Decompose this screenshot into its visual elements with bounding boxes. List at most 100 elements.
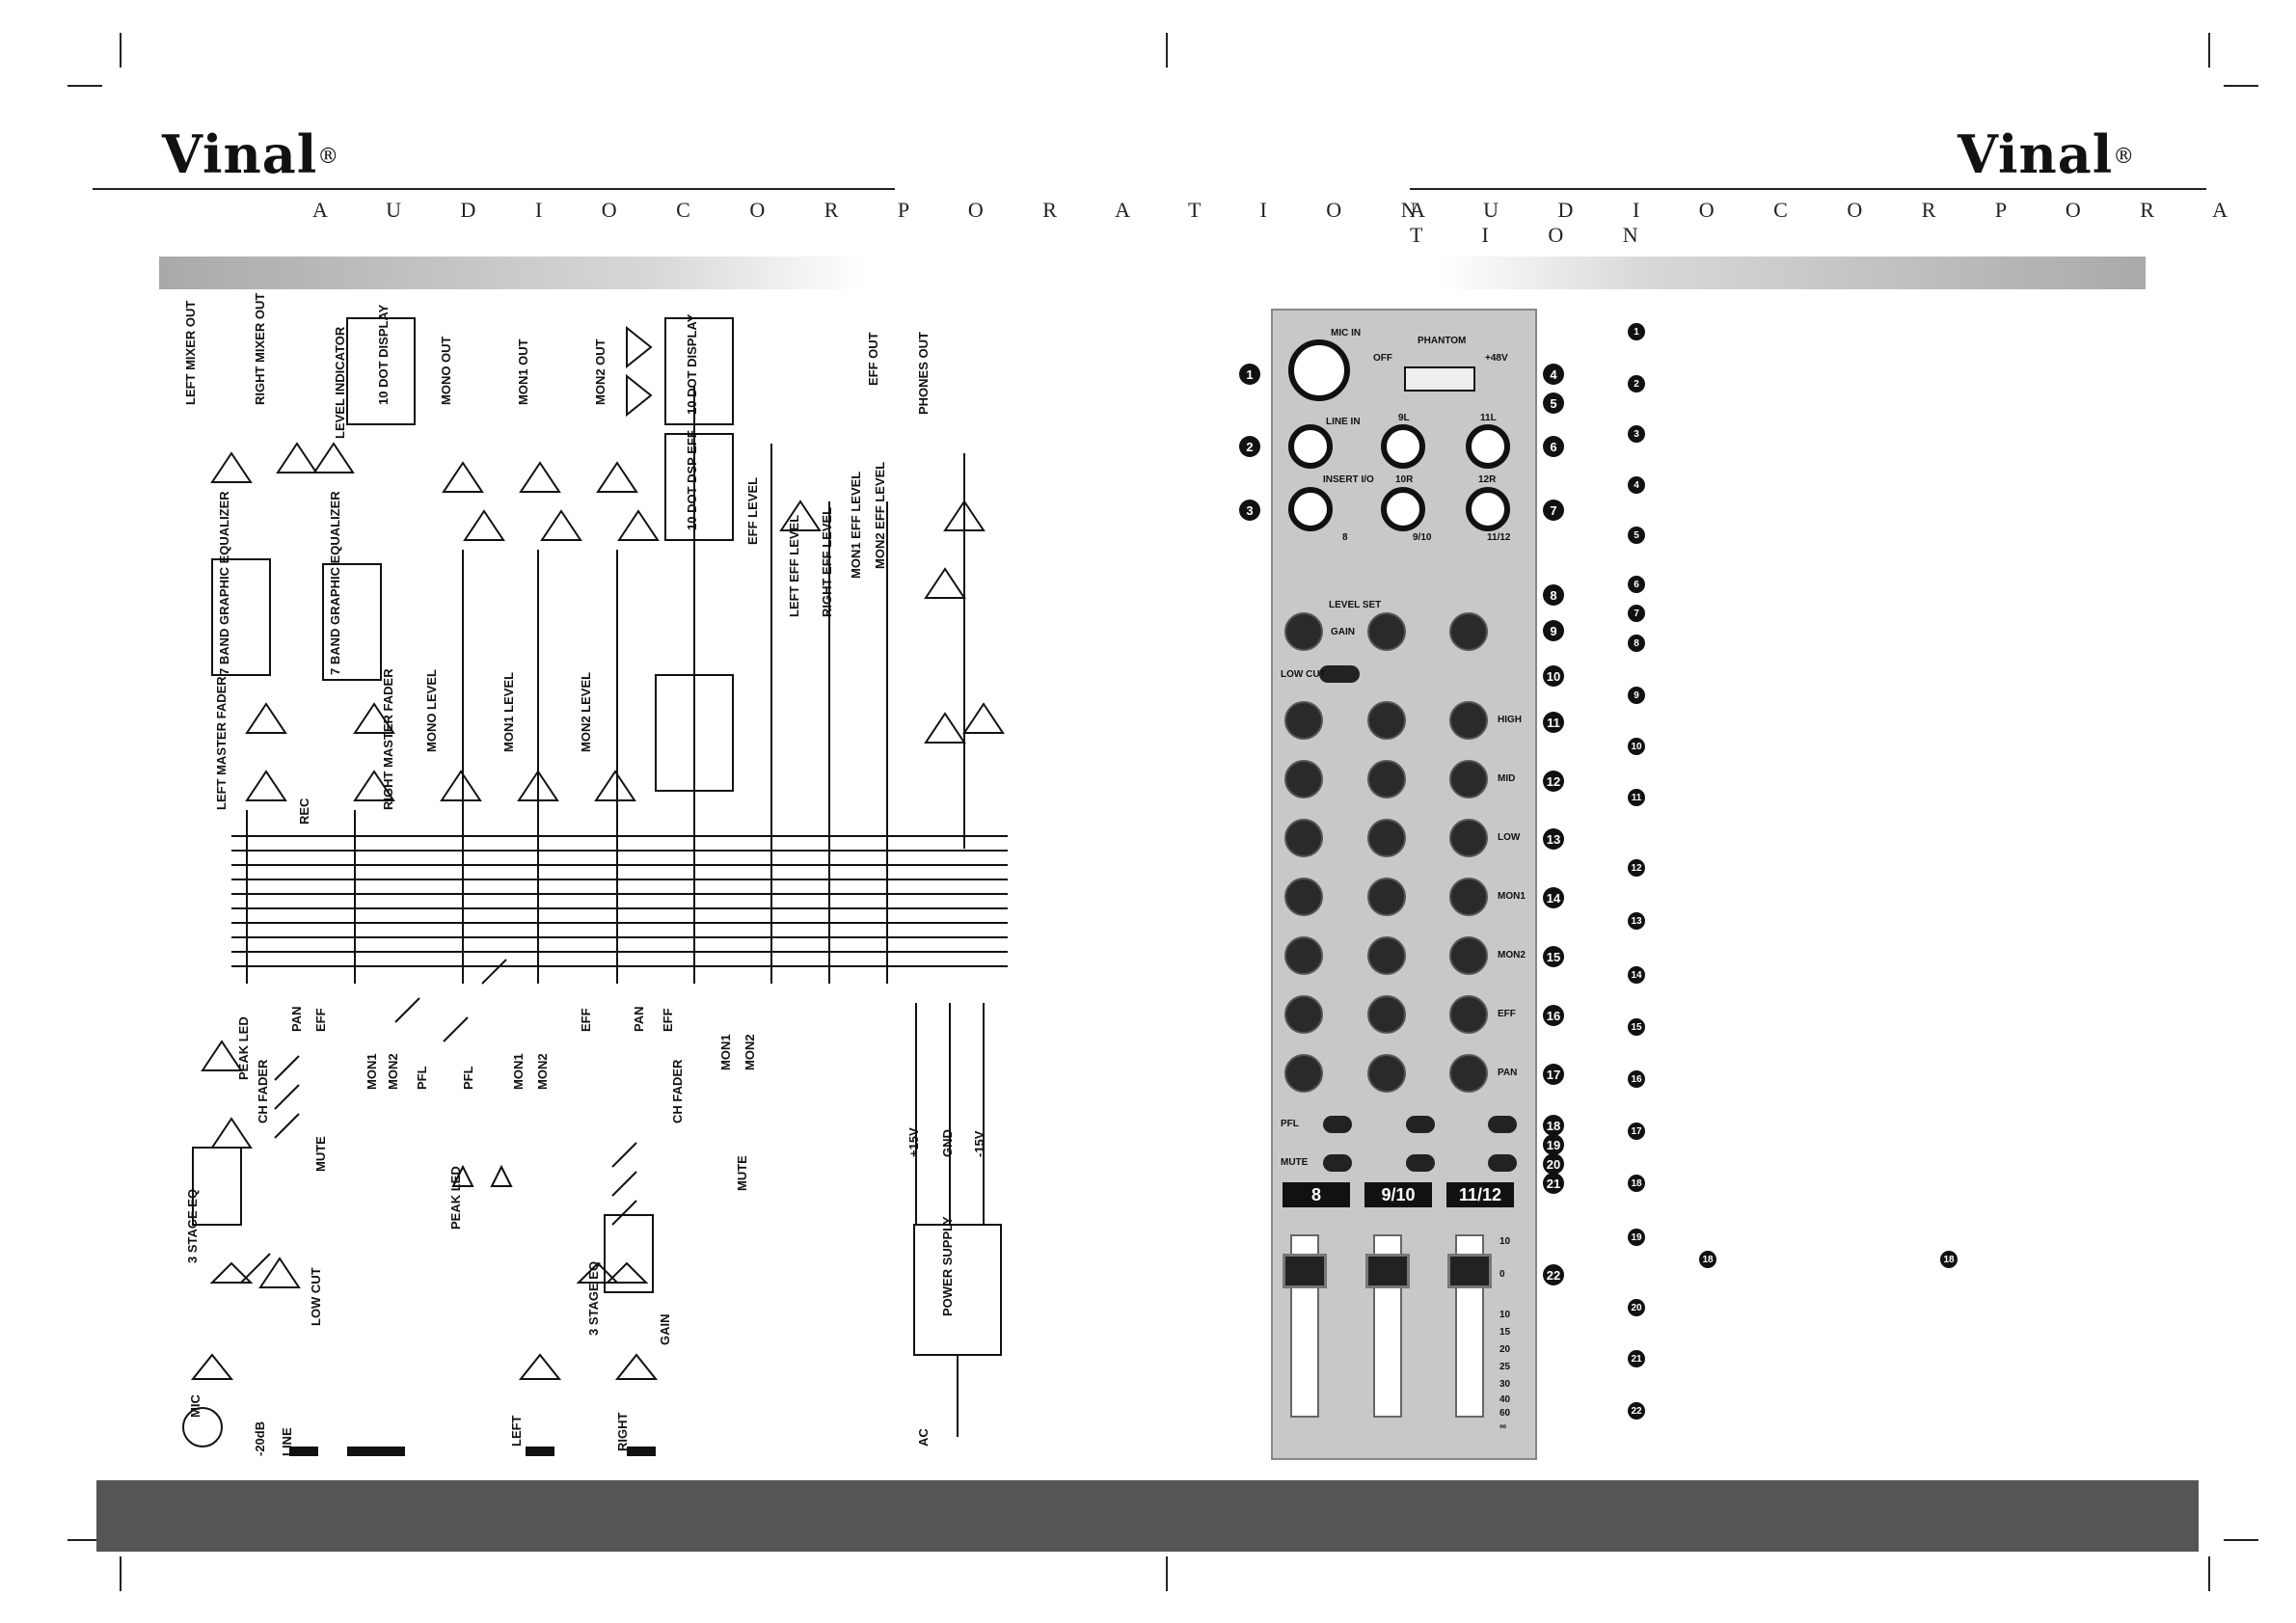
low-eq-knob[interactable] (1284, 819, 1323, 857)
line-in-jack[interactable] (1288, 424, 1333, 469)
channel-fader-cap[interactable] (1365, 1254, 1410, 1288)
pan-knob[interactable] (1284, 1054, 1323, 1093)
mon1-knob[interactable] (1449, 878, 1488, 916)
phantom-48v-label: +48V (1485, 353, 1508, 364)
label-gain: GAIN (658, 1313, 672, 1346)
list-callout-5: 5 (1628, 527, 1645, 544)
fader-scale-40: 40 (1499, 1394, 1511, 1405)
mid-eq-knob[interactable] (1449, 760, 1488, 798)
input-jack-9l[interactable] (1381, 424, 1425, 469)
channel-label-8-top: 8 (1342, 532, 1348, 543)
label-mon2-3: MON2 (743, 1034, 757, 1070)
input-jack-10r[interactable] (1381, 487, 1425, 531)
mon1-knob[interactable] (1367, 878, 1406, 916)
label-mon1-level: MON1 LEVEL (501, 671, 516, 752)
high-eq-knob[interactable] (1367, 701, 1406, 740)
channel-fader-cap[interactable] (1447, 1254, 1492, 1288)
list-callout-22: 22 (1628, 1402, 1645, 1420)
crop-mark (1166, 1556, 1168, 1591)
label-eff-1: EFF (313, 1008, 328, 1032)
label-mon2-out: MON2 OUT (593, 338, 608, 405)
low-eq-knob[interactable] (1449, 819, 1488, 857)
mon1-knob[interactable] (1284, 878, 1323, 916)
callout-2: 2 (1239, 436, 1260, 457)
insert-jack[interactable] (1288, 487, 1333, 531)
phantom-off-label: OFF (1373, 353, 1392, 364)
crop-mark (120, 1556, 122, 1591)
low-cut-switch[interactable] (1319, 665, 1360, 683)
list-callout-20: 20 (1628, 1299, 1645, 1316)
mic-in-jack[interactable] (1288, 339, 1350, 401)
label-plus15v: +15V (906, 1127, 921, 1157)
gain-knob[interactable] (1449, 612, 1488, 651)
level-set-label: LEVEL SET (1329, 600, 1382, 610)
callout-15: 15 (1543, 946, 1564, 967)
label-eff-level: EFF LEVEL (745, 476, 760, 545)
jack-label-9l: 9L (1398, 413, 1410, 423)
pfl-button[interactable] (1323, 1116, 1352, 1133)
list-callout-19: 19 (1628, 1229, 1645, 1246)
label-mon1-out: MON1 OUT (516, 338, 530, 405)
inline-ref-18: 18 (1699, 1251, 1716, 1268)
callout-18: 18 (1543, 1115, 1564, 1136)
label-mic: MIC (188, 1394, 203, 1418)
knob-row-label-eff: EFF (1498, 1009, 1516, 1019)
mid-eq-knob[interactable] (1367, 760, 1406, 798)
callout-19: 19 (1543, 1134, 1564, 1155)
pan-knob[interactable] (1449, 1054, 1488, 1093)
channel-fader-cap[interactable] (1283, 1254, 1327, 1288)
label-ch-fader-1: CH FADER (256, 1059, 270, 1123)
channel-number-8: 8 (1283, 1182, 1350, 1207)
mon2-knob[interactable] (1284, 936, 1323, 975)
header-rule-right (1410, 188, 2206, 190)
mid-eq-knob[interactable] (1284, 760, 1323, 798)
high-eq-knob[interactable] (1284, 701, 1323, 740)
fader-scale-10: 10 (1499, 1310, 1511, 1320)
list-callout-17: 17 (1628, 1123, 1645, 1140)
crop-mark (1166, 33, 1168, 68)
input-jack-12r[interactable] (1466, 487, 1510, 531)
channel-label-910-top: 9/10 (1413, 532, 1432, 543)
high-eq-knob[interactable] (1449, 701, 1488, 740)
mute-button[interactable] (1406, 1154, 1435, 1172)
input-jack-11l[interactable] (1466, 424, 1510, 469)
list-callout-4: 4 (1628, 476, 1645, 494)
label-left-mixer-out: LEFT MIXER OUT (183, 300, 198, 405)
eff-knob[interactable] (1367, 995, 1406, 1034)
label-minus15v: -15V (972, 1130, 986, 1157)
channel-number-1112: 11/12 (1446, 1182, 1514, 1207)
label-dot-display-2: 10 DOT DISPLAY (685, 313, 699, 415)
label-power-supply: POWER SUPPLY (940, 1216, 955, 1316)
knob-row-label-mon2: MON2 (1498, 950, 1526, 960)
phantom-label: PHANTOM (1418, 336, 1467, 346)
label-right-master-fader: RIGHT MASTER FADER (381, 668, 395, 810)
pfl-button[interactable] (1488, 1116, 1517, 1133)
low-eq-knob[interactable] (1367, 819, 1406, 857)
gain-knob[interactable] (1367, 612, 1406, 651)
mon2-knob[interactable] (1449, 936, 1488, 975)
mon2-knob[interactable] (1367, 936, 1406, 975)
company-subtitle-left: A U D I O C O R P O R A T I O N (312, 198, 1444, 222)
list-callout-14: 14 (1628, 966, 1645, 984)
label-pfl-2: PFL (461, 1066, 475, 1090)
list-callout-7: 7 (1628, 605, 1645, 622)
pan-knob[interactable] (1367, 1054, 1406, 1093)
list-callout-18: 18 (1628, 1175, 1645, 1192)
callout-13: 13 (1543, 828, 1564, 850)
mute-button[interactable] (1488, 1154, 1517, 1172)
label-ch-fader-2: CH FADER (670, 1059, 685, 1123)
label-right-input: RIGHT (615, 1412, 630, 1451)
list-callout-2: 2 (1628, 375, 1645, 392)
section-bar-left (159, 257, 868, 289)
mute-button[interactable] (1323, 1154, 1352, 1172)
eff-knob[interactable] (1449, 995, 1488, 1034)
gain-knob[interactable] (1284, 612, 1323, 651)
label-dsp-eff: 10 DOT DSP EFF (685, 430, 699, 530)
fader-scale-10-top: 10 (1499, 1236, 1511, 1247)
eff-knob[interactable] (1284, 995, 1323, 1034)
pfl-button[interactable] (1406, 1116, 1435, 1133)
footer-band (96, 1480, 2199, 1552)
phantom-switch[interactable] (1404, 366, 1475, 392)
crop-mark (68, 1539, 102, 1541)
label-pan-2: PAN (632, 1006, 646, 1032)
